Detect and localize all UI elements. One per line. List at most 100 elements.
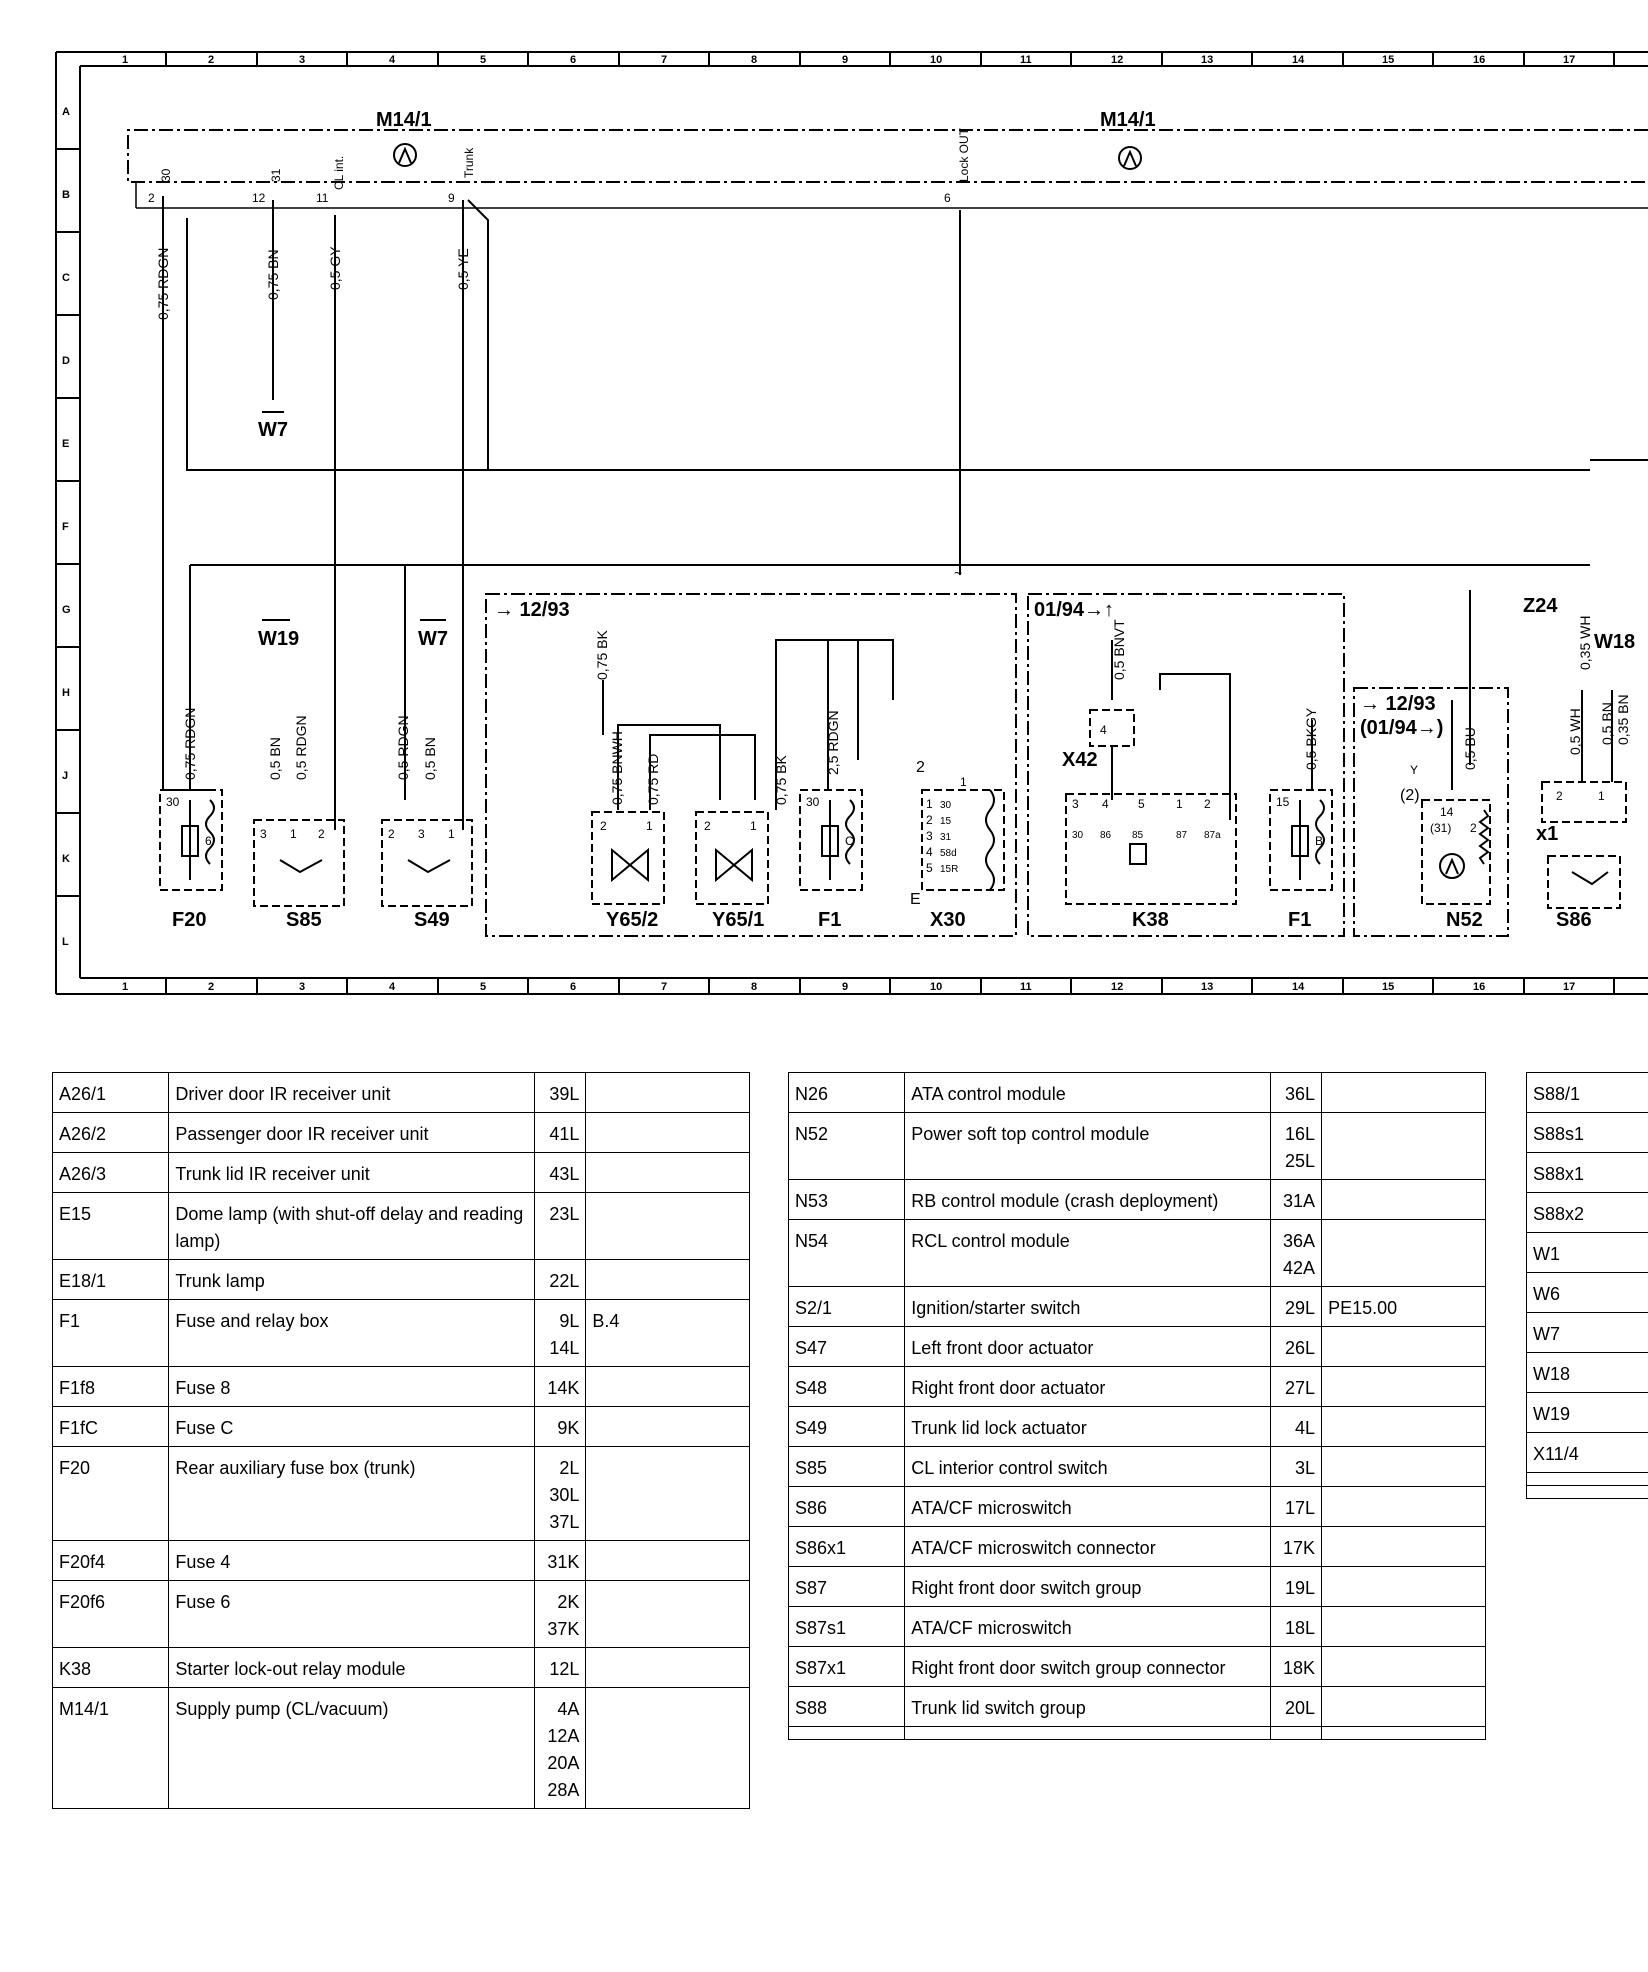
legend-location: 39L [534, 1072, 587, 1113]
legend-reference [585, 1259, 750, 1300]
legend-code: S88 [787, 1686, 906, 1727]
k38-term-87a: 87a [1204, 830, 1221, 841]
legend-row: X11/4 [1526, 1432, 1648, 1473]
legend-reference [1321, 1179, 1486, 1220]
legend-description: Trunk lid lock actuator [904, 1406, 1272, 1447]
ground-w7-mid: W7 [418, 628, 448, 650]
legend-code: F1 [51, 1299, 170, 1367]
legend-code: W1 [1526, 1232, 1648, 1273]
ruler-col-10-bottom: 10 [930, 981, 942, 993]
legend-reference [585, 1580, 750, 1648]
legend-description: Passenger door IR receiver unit [168, 1112, 536, 1153]
legend-code: F20f4 [51, 1540, 170, 1581]
legend-reference [1321, 1606, 1486, 1647]
f1-b-box [1269, 789, 1333, 891]
ruler-col-3: 3 [299, 54, 305, 66]
legend-description: Fuse and relay box [168, 1299, 536, 1367]
ruler-col-10: 10 [930, 54, 942, 66]
ruler-col-13-bottom: 13 [1201, 981, 1213, 993]
ruler-col-17: 17 [1563, 54, 1575, 66]
legend-location: 22L [534, 1259, 587, 1300]
legend-reference [585, 1192, 750, 1260]
x30-row-1: 1 [926, 797, 933, 811]
f20-pin-30: 30 [166, 795, 180, 809]
ruler-col-1: 1 [122, 54, 128, 66]
k38-term-30: 30 [1072, 830, 1084, 841]
date-label-n52-b: (01/94→) [1360, 717, 1443, 739]
legend-location: 3L [1270, 1446, 1323, 1487]
legend-reference [1321, 1566, 1486, 1607]
legend-description: ATA control module [904, 1072, 1272, 1113]
f1-a-box [799, 789, 863, 891]
x30-term-30: 30 [940, 800, 952, 811]
legend-code: S88s1 [1526, 1112, 1648, 1153]
wire-label-1: 0,75 RDGN [155, 248, 171, 320]
ruler-row-b: B [62, 189, 70, 201]
ruler-col-3-bottom: 3 [299, 981, 305, 993]
f1-a-pin-c: C [845, 834, 854, 848]
ruler-col-6-bottom: 6 [570, 981, 576, 993]
ruler-row-f: F [62, 521, 69, 533]
legend-location: 29L [1270, 1286, 1323, 1327]
legend-location [1270, 1726, 1323, 1740]
ruler-col-15-bottom: 15 [1382, 981, 1394, 993]
wire-label-15: 0,5 BNVT [1111, 619, 1127, 680]
legend-description: Driver door IR receiver unit [168, 1072, 536, 1113]
legend-description: Trunk lid IR receiver unit [168, 1152, 536, 1193]
x30-term-15: 15 [940, 816, 952, 827]
legend-description: Fuse 6 [168, 1580, 536, 1648]
legend-code: W19 [1526, 1392, 1648, 1433]
ruler-col-2: 2 [208, 54, 214, 66]
ruler-col-11-bottom: 11 [1020, 981, 1032, 993]
legend-reference: B.4 [585, 1299, 750, 1367]
ruler-col-7: 7 [661, 54, 667, 66]
legend-code: S87x1 [787, 1646, 906, 1687]
pin-30: 30 [159, 168, 173, 182]
component-f1-a: F1 [818, 909, 841, 931]
x30-row-3: 3 [926, 829, 933, 843]
legend-code: N52 [787, 1112, 906, 1180]
x30-pin-1: 1 [960, 775, 967, 789]
component-f20: F20 [172, 909, 206, 931]
x30-e: E [910, 891, 921, 908]
legend-reference [585, 1112, 750, 1153]
pin-11: 11 [316, 191, 329, 205]
k38-pin-3: 3 [1072, 797, 1079, 811]
pin-cl: CL int. [332, 156, 346, 190]
x30-term-31: 31 [940, 832, 952, 843]
legend-code: N54 [787, 1219, 906, 1287]
m14-1-label-left: M14/1 [376, 109, 432, 131]
wire-path-trunk [467, 199, 489, 470]
legend-location: 2K 37K [534, 1580, 587, 1648]
legend-code: S88x2 [1526, 1192, 1648, 1233]
legend-description: Power soft top control module [904, 1112, 1272, 1180]
legend-code: E15 [51, 1192, 170, 1260]
ruler-col-4: 4 [389, 54, 396, 66]
ground-w7-top: W7 [258, 419, 288, 441]
legend-reference [585, 1687, 750, 1809]
s49-pin-1: 1 [448, 827, 455, 841]
k38-box [1065, 793, 1237, 905]
legend-code: A26/3 [51, 1152, 170, 1193]
f20-box [159, 789, 223, 891]
wiring-diagram: 1 2 3 4 5 6 7 8 9 10 11 12 13 14 15 16 1… [55, 51, 1648, 995]
legend-description: RB control module (crash deployment) [904, 1179, 1272, 1220]
legend-description: Trunk lamp [168, 1259, 536, 1300]
ruler-row-d: D [62, 355, 70, 367]
legend-location: 26L [1270, 1326, 1323, 1367]
legend-code: S88x1 [1526, 1152, 1648, 1193]
x30-term-58d: 58d [940, 848, 957, 859]
legend-code [1526, 1472, 1648, 1486]
component-n52: N52 [1446, 909, 1483, 931]
legend-code: S87 [787, 1566, 906, 1607]
